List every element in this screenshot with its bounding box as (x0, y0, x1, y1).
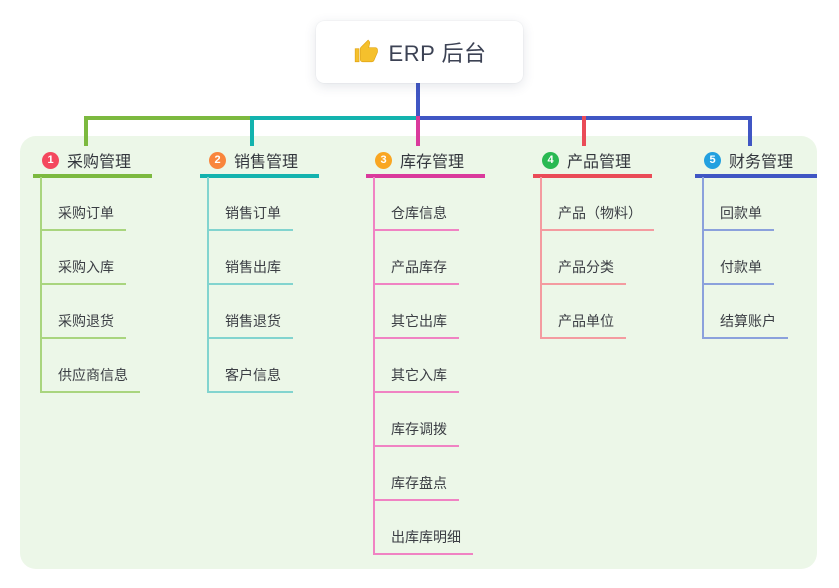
child-item[interactable]: 其它入库 (373, 361, 459, 393)
trunk-line (416, 83, 420, 120)
branch-label: 财务管理 (729, 154, 794, 171)
branch-drop-line (748, 116, 752, 146)
child-item-label: 产品库存 (391, 259, 447, 275)
child-item-label: 产品单位 (558, 313, 614, 329)
child-item-label: 采购订单 (58, 205, 114, 221)
child-spine-line (207, 177, 209, 393)
branch-underline (366, 174, 485, 178)
branch-header-4[interactable]: 4 产品管理 (533, 148, 631, 172)
child-item-label: 结算账户 (720, 313, 776, 329)
child-item-label: 采购退货 (58, 313, 114, 329)
child-item-label: 销售订单 (225, 205, 281, 221)
child-item-label: 销售出库 (225, 259, 281, 275)
thumbs-up-icon (353, 39, 379, 65)
branch-label: 产品管理 (567, 154, 632, 171)
branch-header-5[interactable]: 5 财务管理 (695, 148, 793, 172)
child-item[interactable]: 结算账户 (702, 307, 788, 339)
child-spine-line (702, 177, 704, 339)
branch-connector-line (84, 116, 254, 120)
root-node[interactable]: ERP 后台 (316, 21, 523, 83)
child-item[interactable]: 产品单位 (540, 307, 626, 339)
branch-header-2[interactable]: 2 销售管理 (200, 148, 298, 172)
branch-underline (33, 174, 152, 178)
child-item-label: 产品分类 (558, 259, 614, 275)
branch-drop-line (416, 116, 420, 146)
child-item-label: 回款单 (720, 205, 762, 221)
child-spine-line (40, 177, 42, 393)
branch-drop-line (582, 116, 586, 146)
child-item[interactable]: 付款单 (702, 253, 774, 285)
child-item-label: 付款单 (720, 259, 762, 275)
child-item[interactable]: 库存调拨 (373, 415, 459, 447)
branch-underline (533, 174, 652, 178)
branch-connector-line (250, 116, 420, 120)
branch-header-3[interactable]: 3 库存管理 (366, 148, 464, 172)
branch-number-badge: 5 (704, 151, 721, 169)
child-item[interactable]: 销售出库 (207, 253, 293, 285)
child-item[interactable]: 供应商信息 (40, 361, 140, 393)
root-title: ERP 后台 (388, 41, 487, 66)
child-item[interactable]: 销售订单 (207, 199, 293, 231)
branch-number-badge: 1 (42, 151, 59, 169)
child-item-label: 客户信息 (225, 367, 281, 383)
child-item-label: 销售退货 (225, 313, 281, 329)
branch-number-badge: 2 (209, 151, 226, 169)
branch-number-badge: 3 (375, 151, 392, 169)
branch-label: 销售管理 (234, 154, 299, 171)
child-item-label: 库存调拨 (391, 421, 447, 437)
child-item[interactable]: 采购订单 (40, 199, 126, 231)
child-spine-line (540, 177, 542, 339)
child-item[interactable]: 其它出库 (373, 307, 459, 339)
branch-label: 采购管理 (67, 154, 132, 171)
child-item[interactable]: 出库库明细 (373, 523, 473, 555)
child-spine-line (373, 177, 375, 555)
child-item[interactable]: 产品（物料） (540, 199, 654, 231)
branch-number-badge: 4 (542, 151, 559, 169)
child-item[interactable]: 销售退货 (207, 307, 293, 339)
child-item-label: 库存盘点 (391, 475, 447, 491)
branch-drop-line (250, 116, 254, 146)
child-item-label: 出库库明细 (391, 529, 461, 545)
branch-header-1[interactable]: 1 采购管理 (33, 148, 131, 172)
child-item-label: 供应商信息 (58, 367, 128, 383)
branch-label: 库存管理 (400, 154, 465, 171)
branch-underline (695, 174, 817, 178)
child-item-label: 其它出库 (391, 313, 447, 329)
child-item[interactable]: 仓库信息 (373, 199, 459, 231)
background-panel (20, 136, 817, 569)
child-item[interactable]: 采购退货 (40, 307, 126, 339)
child-item[interactable]: 产品库存 (373, 253, 459, 285)
child-item-label: 其它入库 (391, 367, 447, 383)
child-item-label: 采购入库 (58, 259, 114, 275)
child-item[interactable]: 客户信息 (207, 361, 293, 393)
branch-underline (200, 174, 319, 178)
child-item-label: 产品（物料） (558, 205, 642, 221)
child-item[interactable]: 回款单 (702, 199, 774, 231)
child-item[interactable]: 产品分类 (540, 253, 626, 285)
child-item[interactable]: 库存盘点 (373, 469, 459, 501)
child-item-label: 仓库信息 (391, 205, 447, 221)
branch-drop-line (84, 116, 88, 146)
child-item[interactable]: 采购入库 (40, 253, 126, 285)
